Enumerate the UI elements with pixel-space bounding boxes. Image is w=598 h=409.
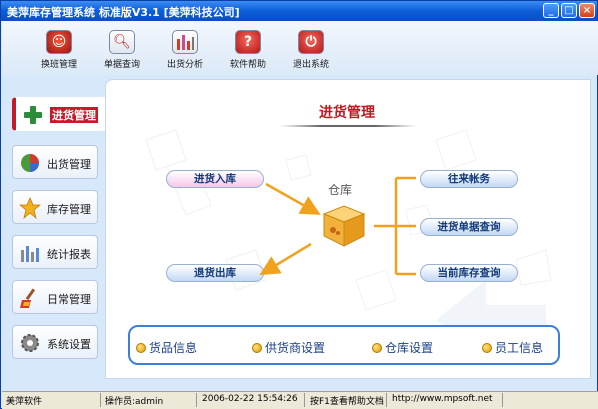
toolbar-label: 退出系统: [292, 60, 329, 70]
sidebar-item-label: 统计报表: [47, 248, 91, 261]
staff-info-link[interactable]: 员工信息: [482, 339, 543, 356]
link-label: 供货商设置: [265, 341, 326, 355]
star-icon: [19, 197, 41, 219]
magnifier-icon: 🔍︎: [109, 30, 135, 54]
accounts-button[interactable]: 往来帐务: [420, 170, 518, 188]
toolbar-exit-button[interactable]: ⏻ 退出系统: [288, 27, 334, 71]
sidebar-item-label: 系统设置: [47, 338, 91, 351]
toolbar-label: 出货分析: [166, 60, 203, 70]
link-label: 货品信息: [149, 341, 198, 355]
toolbar-help-button[interactable]: ? 软件帮助: [225, 27, 271, 71]
supplier-settings-link[interactable]: 供货商设置: [252, 339, 325, 356]
toolbar: ☺ 换班管理 🔍︎ 单据查询 出货分析 ? 软件帮助 ⏻ 退出系统: [2, 21, 598, 75]
link-label: 员工信息: [495, 341, 544, 355]
bullet-icon: [482, 343, 492, 353]
status-divider: [100, 393, 101, 407]
purchase-query-button[interactable]: 进货单据查询: [420, 218, 518, 236]
main-panel: 进货管理 进货入库 退货出库 往来帐务 进货单据查询 当前库存查询 仓库: [105, 79, 591, 379]
bar-chart-icon: [172, 30, 198, 54]
toolbar-label: 软件帮助: [229, 60, 266, 70]
sidebar: 进货管理 出货管理 库存管理 统计报表 日常管理 系统设置: [2, 75, 110, 390]
sidebar-item-label: 库存管理: [47, 203, 91, 216]
green-cross-icon: [24, 106, 42, 124]
warehouse-box-icon: [322, 205, 366, 247]
sidebar-item-sales[interactable]: 出货管理: [12, 145, 98, 179]
toolbar-label: 换班管理: [40, 60, 77, 70]
bullet-icon: [372, 343, 382, 353]
status-company: 美萍软件: [6, 397, 43, 407]
bar-chart-icon: [21, 246, 39, 262]
return-out-button[interactable]: 退货出库: [166, 264, 264, 282]
bullet-icon: [136, 343, 146, 353]
help-icon: ?: [235, 30, 261, 54]
person-icon: ☺: [46, 30, 72, 54]
pie-chart-icon: [21, 154, 39, 172]
sidebar-item-stock[interactable]: 库存管理: [12, 190, 98, 224]
status-divider: [304, 393, 305, 407]
link-label: 仓库设置: [385, 341, 434, 355]
status-divider: [196, 393, 197, 407]
toolbar-label: 单据查询: [103, 60, 140, 70]
sidebar-item-purchase[interactable]: 进货管理: [12, 97, 110, 131]
maximize-button[interactable]: □: [561, 3, 577, 18]
close-button[interactable]: ×: [579, 3, 595, 18]
status-operator: 操作员:admin: [105, 397, 164, 407]
sidebar-item-reports[interactable]: 统计报表: [12, 235, 98, 269]
info-links-bar: 货品信息 供货商设置 仓库设置 员工信息: [128, 325, 560, 365]
sidebar-item-label: 出货管理: [47, 158, 91, 171]
goods-info-link[interactable]: 货品信息: [136, 339, 197, 356]
sidebar-item-label: 日常管理: [47, 293, 91, 306]
title-underline: [280, 125, 416, 127]
bullet-icon: [252, 343, 262, 353]
flow-arrows: [259, 176, 416, 276]
status-help: 按F1查看帮助文档: [310, 397, 384, 407]
page-title: 进货管理: [319, 105, 375, 121]
warehouse-label: 仓库: [328, 183, 353, 197]
status-divider: [502, 393, 503, 407]
title-bar[interactable]: 美萍库存管理系统 标准版V3.1 [美萍科技公司] _ □ ×: [1, 1, 597, 21]
minimize-button[interactable]: _: [543, 3, 559, 18]
toolbar-query-button[interactable]: 🔍︎ 单据查询: [99, 27, 145, 71]
sidebar-item-daily[interactable]: 日常管理: [12, 280, 98, 314]
toolbar-shift-button[interactable]: ☺ 换班管理: [36, 27, 82, 71]
gear-icon: [21, 334, 39, 352]
broom-icon: [20, 288, 36, 308]
toolbar-analysis-button[interactable]: 出货分析: [162, 27, 208, 71]
stock-query-button[interactable]: 当前库存查询: [420, 264, 518, 282]
warehouse-settings-link[interactable]: 仓库设置: [372, 339, 433, 356]
status-bar: 美萍软件 操作员:admin 2006-02-22 15:54:26 按F1查看…: [2, 391, 598, 409]
sidebar-item-label: 进货管理: [50, 107, 98, 123]
status-datetime: 2006-02-22 15:54:26: [202, 394, 298, 404]
power-icon: ⏻: [298, 30, 324, 54]
sidebar-item-settings[interactable]: 系统设置: [12, 325, 98, 359]
purchase-in-button[interactable]: 进货入库: [166, 170, 264, 188]
window-title: 美萍库存管理系统 标准版V3.1 [美萍科技公司]: [7, 6, 240, 19]
status-divider: [386, 393, 387, 407]
status-url[interactable]: http://www.mpsoft.net: [392, 394, 493, 404]
